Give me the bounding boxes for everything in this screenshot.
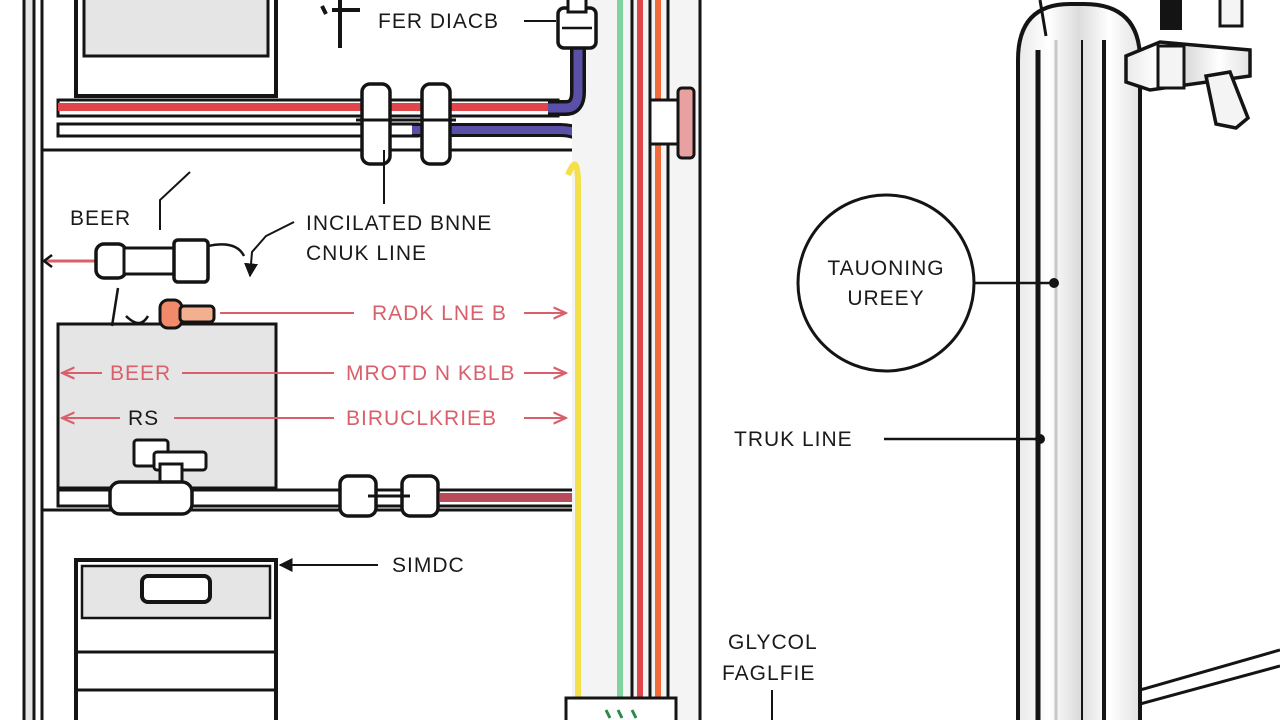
label-insulated-line-1: INCILATED BNNE (306, 212, 492, 235)
lower-beer-line (440, 493, 588, 502)
drawer-handle (140, 574, 212, 604)
label-glycol-1: GLYCOL (728, 631, 818, 654)
bundle-clamp (564, 696, 678, 720)
tap-handle-2 (1218, 0, 1244, 28)
label-top-gauge: FER DIACB (378, 10, 499, 33)
label-red-beer: BEER (110, 362, 171, 385)
label-beer-top: BEER (70, 207, 131, 230)
label-simoc: SIMDC (392, 554, 465, 577)
label-trunk-line: TRUK LINE (734, 428, 853, 451)
tower-callout-circle (796, 193, 976, 373)
label-red-line-2: MROTD N KBLB (346, 362, 516, 385)
yellow-line (565, 161, 581, 720)
red-supply-line (58, 103, 558, 111)
label-tower-2: UREEY (847, 287, 924, 310)
trunk-bundle (564, 0, 702, 720)
faucet-spout (1203, 70, 1251, 130)
label-red-line-1: RADK LNE B (372, 302, 507, 325)
label-insulated-line-2: CNUK LINE (306, 242, 427, 265)
wall-bracket (676, 86, 696, 160)
label-glycol-2: FAGLFIE (722, 662, 815, 685)
beer-tower (1016, 0, 1280, 720)
lower-coupler (108, 438, 440, 518)
coupler-1 (360, 82, 392, 166)
label-red-rs: RS (128, 407, 159, 430)
pressure-gauge (320, 0, 360, 48)
label-tower-1: TAUONING (827, 257, 944, 280)
label-red-line-3: BIRUCLKRIEB (346, 407, 497, 430)
top-pipe-fittings (320, 0, 598, 166)
beer-coupler (41, 238, 246, 330)
coupler-2 (420, 82, 452, 166)
tap-handle-1 (1160, 0, 1182, 30)
labels: FER DIACB BEER INCILATED BNNE CNUK LINE … (70, 10, 944, 685)
